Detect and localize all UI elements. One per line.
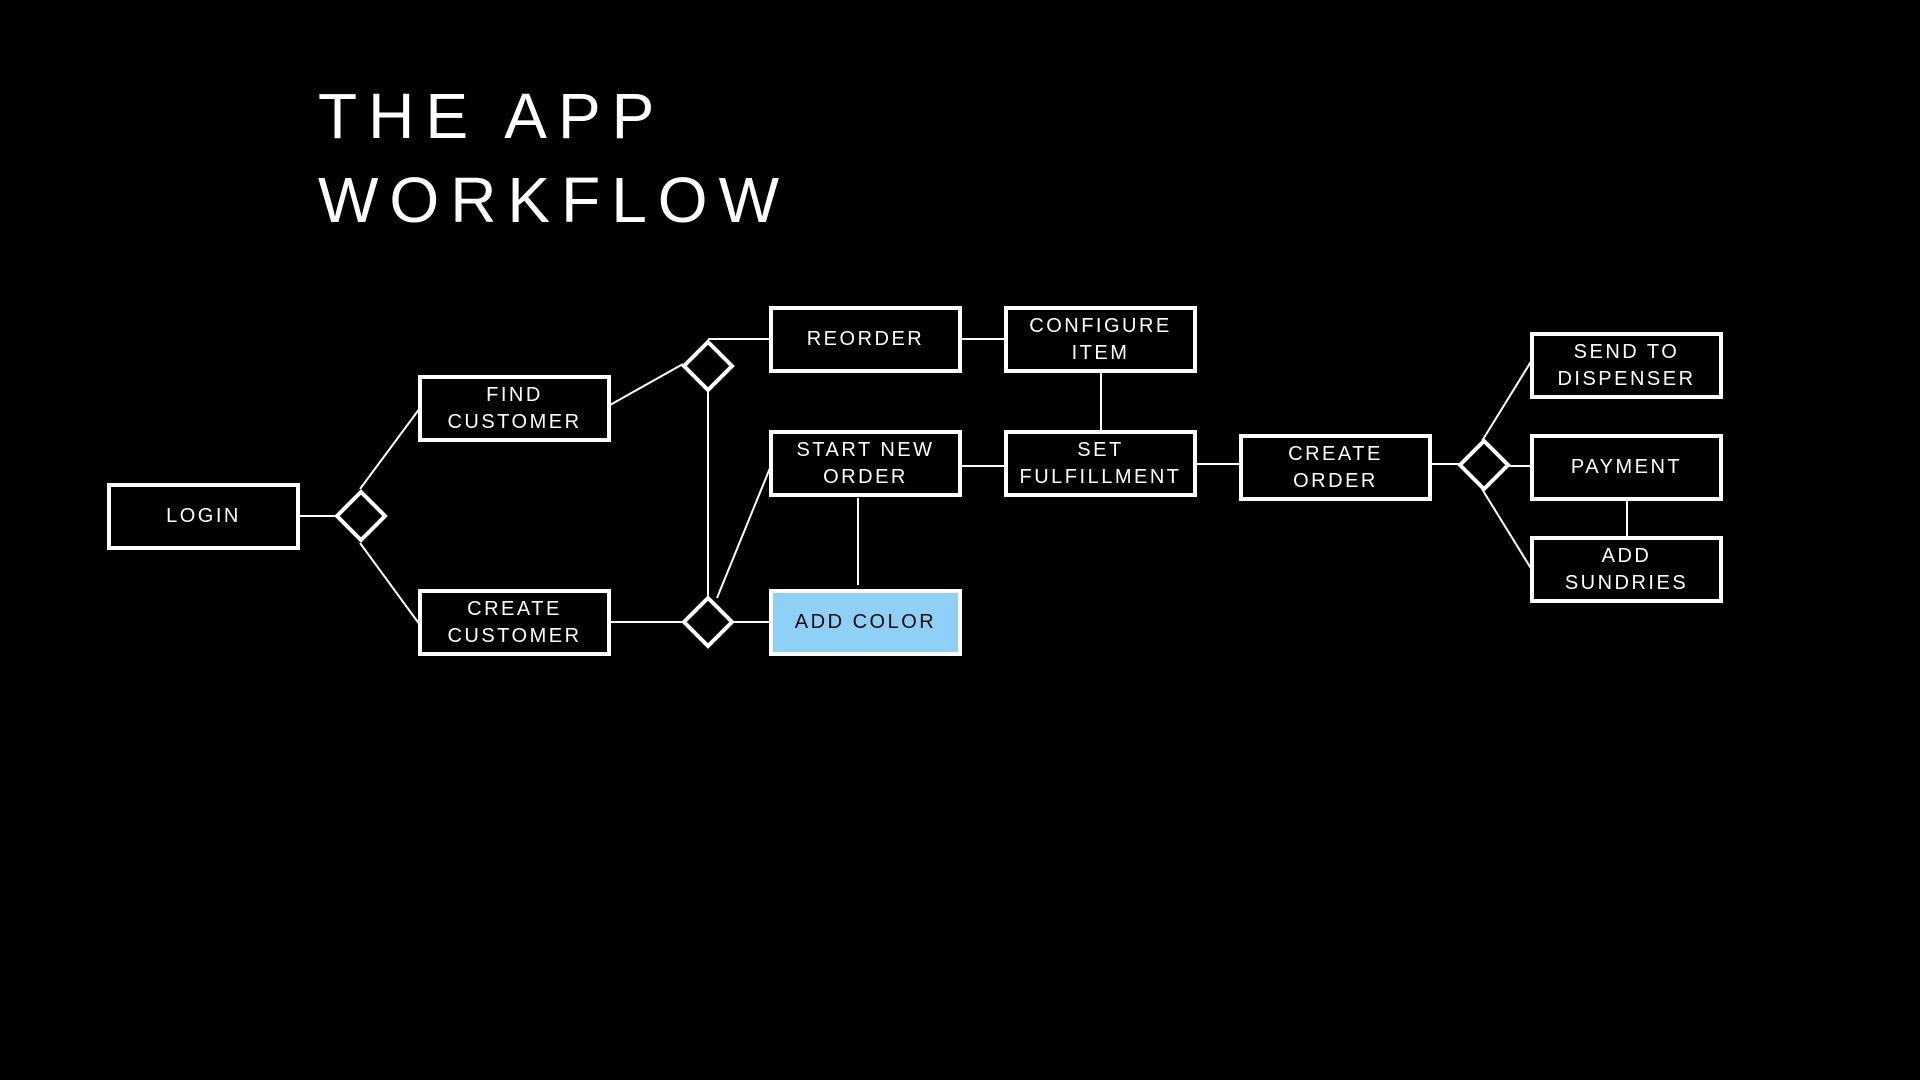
title-line-2: WORKFLOW <box>318 164 790 236</box>
node-reorder: REORDER <box>769 306 962 373</box>
node-create-order-label: CREATE ORDER <box>1288 442 1383 492</box>
node-find-customer-label: FIND CUSTOMER <box>447 383 582 433</box>
node-add-sundries: ADD SUNDRIES <box>1530 536 1723 603</box>
node-payment-label: PAYMENT <box>1570 456 1683 478</box>
connector <box>1481 488 1533 571</box>
node-set-fulfillment: SET FULFILLMENT <box>1004 430 1197 497</box>
node-create-order: CREATE ORDER <box>1239 434 1432 501</box>
page-title: THE APP WORKFLOW <box>318 74 790 242</box>
title-line-1: THE APP <box>318 80 666 152</box>
connector <box>1481 359 1533 442</box>
node-payment: PAYMENT <box>1530 434 1723 501</box>
node-create-customer-label: CREATE CUSTOMER <box>447 597 582 647</box>
node-add-color-label: ADD COLOR <box>794 611 937 633</box>
connector <box>359 407 421 490</box>
node-reorder-label: REORDER <box>806 328 925 350</box>
node-create-customer: CREATE CUSTOMER <box>418 589 611 656</box>
connector <box>359 542 421 626</box>
node-find-customer: FIND CUSTOMER <box>418 375 611 442</box>
node-start-new-order-label: START NEW ORDER <box>796 438 935 488</box>
node-send-to-dispenser-label: SEND TO DISPENSER <box>1557 340 1696 390</box>
node-send-to-dispenser: SEND TO DISPENSER <box>1530 332 1723 399</box>
node-configure-item-label: CONFIGURE ITEM <box>1029 314 1172 364</box>
node-configure-item: CONFIGURE ITEM <box>1004 306 1197 373</box>
node-set-fulfillment-label: SET FULFILLMENT <box>1019 438 1182 488</box>
connector <box>609 363 684 406</box>
node-start-new-order: START NEW ORDER <box>769 430 962 497</box>
node-add-color: ADD COLOR <box>769 589 962 656</box>
node-add-sundries-label: ADD SUNDRIES <box>1564 544 1689 594</box>
node-login: LOGIN <box>107 483 300 550</box>
node-login-label: LOGIN <box>166 505 241 527</box>
connector <box>716 467 771 599</box>
